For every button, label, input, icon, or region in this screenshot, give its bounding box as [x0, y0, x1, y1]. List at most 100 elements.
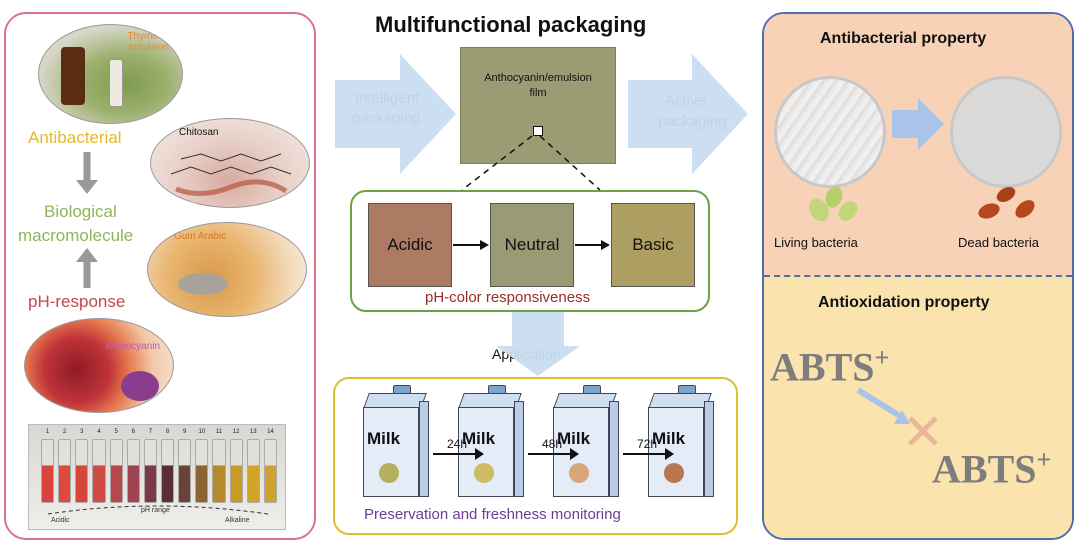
carton-side	[419, 401, 429, 497]
petri-dish-living	[774, 76, 886, 188]
biological-label-2: macromolecule	[18, 226, 134, 245]
milk-label: Milk	[462, 429, 496, 448]
antioxidation-title: Antioxidation property	[818, 294, 990, 311]
abts-sup-2: +	[1036, 445, 1052, 474]
milk-label: Milk	[652, 429, 686, 448]
time-arrow: 48h	[528, 437, 580, 461]
abts-sup-1: +	[874, 343, 890, 372]
biological-label-1: Biological	[44, 202, 117, 221]
ph-response-label: pH-response	[28, 292, 126, 311]
milk-label: Milk	[367, 429, 401, 448]
tube-number: 3	[80, 429, 84, 435]
ph-tube	[126, 439, 140, 503]
ph-tube	[58, 439, 72, 503]
time-arrow-line	[433, 453, 477, 455]
ph-tube	[75, 439, 89, 503]
active-label-1: Active	[665, 92, 706, 109]
ph-state-neutral: Neutral	[490, 203, 574, 287]
ph-state-acidic-label: Acidic	[387, 235, 433, 254]
tube-number: 6	[131, 429, 135, 435]
ph-tube	[143, 439, 157, 503]
milk-carton: Milk	[458, 385, 524, 497]
film-label-1: Anthocyanin/emulsion	[484, 72, 592, 84]
ph-tube	[161, 439, 175, 503]
zoom-square-icon	[533, 126, 543, 136]
ph-tube	[195, 439, 209, 503]
time-label: 72h	[637, 437, 658, 451]
tube-number: 12	[232, 429, 240, 435]
ph-tube	[263, 439, 277, 503]
time-arrow: 72h	[623, 437, 675, 461]
section-divider	[764, 275, 1072, 277]
milk-carton: Milk	[648, 385, 714, 497]
alkaline-range-label: Alkaline	[225, 517, 250, 524]
freshness-indicator-dot	[569, 463, 589, 483]
abts-text-2: ABTS	[932, 446, 1037, 492]
carton-body	[363, 407, 419, 497]
ph-state-acidic: Acidic	[368, 203, 452, 287]
anthocyanin-image: Anthocyanin	[24, 318, 174, 413]
tube-number: 8	[165, 429, 170, 435]
diagram-title: Multifunctional packaging	[375, 12, 647, 37]
tube-number: 2	[63, 429, 67, 435]
ph-tube	[41, 439, 55, 503]
left-panel	[4, 12, 316, 540]
ph-color-box	[350, 190, 710, 312]
petri-dish-dead	[950, 76, 1062, 188]
antibacterial-label: Antibacterial	[28, 128, 122, 147]
ph-tube	[246, 439, 260, 503]
gum-arabic-label: Gum Arabic	[174, 231, 227, 242]
ph-caption: pH-color responsiveness	[425, 289, 591, 306]
tube-number: 9	[183, 429, 187, 435]
abts-label-2: ABTS+	[932, 445, 1051, 492]
powder-shape	[121, 371, 159, 401]
antibacterial-title: Antibacterial property	[820, 30, 987, 47]
freshness-indicator-dot	[379, 463, 399, 483]
time-arrow: 24h	[433, 437, 485, 461]
tube-number: 14	[267, 429, 274, 435]
ph-range-label: pH range	[141, 507, 170, 514]
tube-number: 5	[114, 429, 118, 435]
ph-tube	[178, 439, 192, 503]
time-arrow-head	[665, 448, 674, 460]
ph-tube	[92, 439, 106, 503]
freshness-indicator-dot	[474, 463, 494, 483]
anthocyanin-label: Anthocyanin	[105, 341, 161, 352]
milk-carton: Milk	[363, 385, 429, 497]
tube-number: 13	[249, 429, 257, 435]
ph-state-basic: Basic	[611, 203, 695, 287]
dead-bacteria-label: Dead bacteria	[958, 235, 1039, 250]
active-label-2: packaging	[658, 113, 727, 130]
ph-state-basic-label: Basic	[632, 235, 674, 254]
living-bacteria-label: Living bacteria	[774, 235, 858, 250]
thyme-label: Thyme oil emulsion	[127, 31, 171, 53]
carton-side	[514, 401, 524, 497]
ph-state-neutral-label: Neutral	[504, 235, 560, 254]
milk-label: Milk	[557, 429, 591, 448]
tube-number: 4	[97, 429, 101, 435]
bottle-shape	[61, 47, 85, 105]
spoon-shape	[178, 273, 228, 295]
chitosan-structure-icon	[170, 153, 292, 196]
vial-shape	[109, 59, 123, 107]
living-bacteria-icon	[805, 183, 862, 226]
tube-number: 7	[148, 429, 153, 435]
antioxidation-section	[764, 276, 1072, 538]
time-label: 48h	[542, 437, 563, 451]
ph-tube	[109, 439, 123, 503]
abts-label-1: ABTS+	[770, 343, 889, 390]
chitosan-image: Chitosan	[150, 118, 310, 208]
time-arrow-head	[570, 448, 579, 460]
preservation-caption: Preservation and freshness monitoring	[364, 506, 621, 523]
intelligent-label-2: packaging	[352, 110, 421, 127]
freshness-indicator-dot	[664, 463, 684, 483]
tube-number: 10	[198, 429, 206, 435]
thyme-oil-image: Thyme oil emulsion	[38, 24, 183, 124]
carton-side	[609, 401, 619, 497]
time-arrow-head	[475, 448, 484, 460]
time-arrow-line	[528, 453, 572, 455]
intelligent-label-1: Intelligent	[355, 90, 420, 107]
